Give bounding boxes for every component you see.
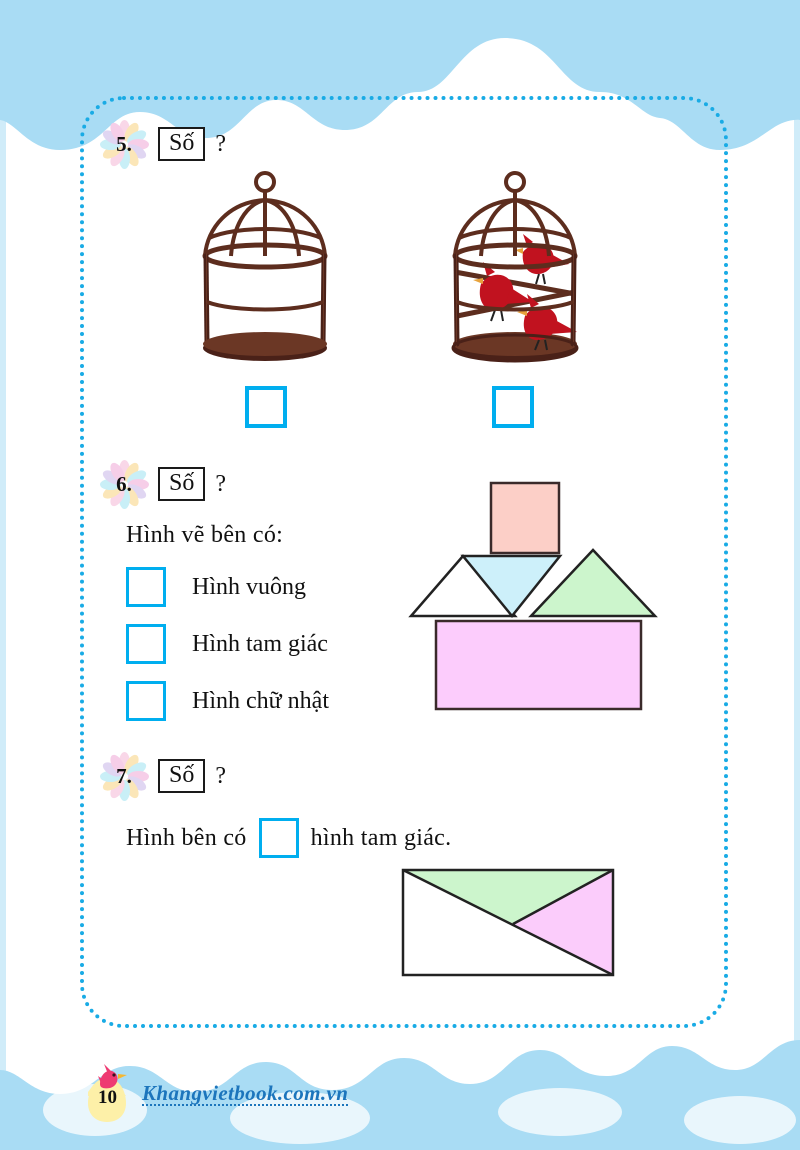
page-footer: 10 Khangvietbook.com.vn <box>78 1062 348 1124</box>
exercise-7-prompt-after: hình tam giác. <box>310 824 452 851</box>
option-label-triangle: Hình tam giác <box>192 630 328 657</box>
answer-box-rectangle[interactable] <box>126 681 166 721</box>
flower-icon: 5. <box>99 119 149 169</box>
exercise-number: 7. <box>116 763 132 788</box>
shape-rectangle <box>434 619 643 711</box>
shape-triangle-cyan <box>460 554 563 618</box>
answer-box-triangle-count[interactable] <box>258 818 299 858</box>
exercise-7-sentence: Hình bên có hình tam giác. <box>126 818 451 858</box>
shape-square <box>489 481 561 555</box>
flower-icon: 7. <box>99 751 149 801</box>
question-mark: ? <box>215 130 227 157</box>
exercise-5: 5. Số ? <box>99 119 227 169</box>
option-row-square: Hình vuông <box>126 567 329 607</box>
house-shapes-figure <box>405 478 670 718</box>
answer-box-cage-2[interactable] <box>492 386 534 428</box>
answer-box-triangle[interactable] <box>126 624 166 664</box>
exercise-6-header: 6. Số ? <box>99 459 329 509</box>
exercise-5-header: 5. Số ? <box>99 119 227 169</box>
so-tag: Số <box>158 758 206 794</box>
option-label-rectangle: Hình chữ nhật <box>192 687 329 714</box>
page-number: 10 <box>98 1087 117 1108</box>
flower-icon: 6. <box>99 459 149 509</box>
exercise-6-prompt: Hình vẽ bên có: <box>126 522 284 548</box>
birdcage-empty <box>185 168 345 373</box>
exercise-6: 6. Số ? Hình vẽ bên có: Hình vuông Hình … <box>99 459 329 738</box>
exercise-7: 7. Số ? Hình bên có hình tam giác. <box>99 751 451 858</box>
exercise-7-prompt-before: Hình bên có <box>126 824 247 851</box>
shape-triangle-green <box>528 548 658 618</box>
rectangle-with-diagonals-figure <box>400 866 620 989</box>
question-mark: ? <box>215 762 227 789</box>
exercise-frame <box>80 96 728 1028</box>
so-tag: Số <box>158 466 206 502</box>
brand-watermark: Khangvietbook.com.vn <box>142 1080 349 1105</box>
shape-triangle-pink <box>513 870 613 975</box>
birdcage-with-birds <box>435 168 595 373</box>
exercise-number: 6. <box>116 471 132 496</box>
chick-egg-icon: 10 <box>78 1062 136 1124</box>
question-mark: ? <box>215 470 227 497</box>
exercise-number: 5. <box>116 131 132 156</box>
option-label-square: Hình vuông <box>192 573 306 600</box>
option-row-triangle: Hình tam giác <box>126 624 329 664</box>
so-tag: Số <box>158 126 206 162</box>
option-row-rectangle: Hình chữ nhật <box>126 681 329 721</box>
answer-box-square[interactable] <box>126 567 166 607</box>
shape-triangle-green <box>403 870 613 924</box>
exercise-7-header: 7. Số ? <box>99 751 451 801</box>
answer-box-cage-1[interactable] <box>245 386 287 428</box>
